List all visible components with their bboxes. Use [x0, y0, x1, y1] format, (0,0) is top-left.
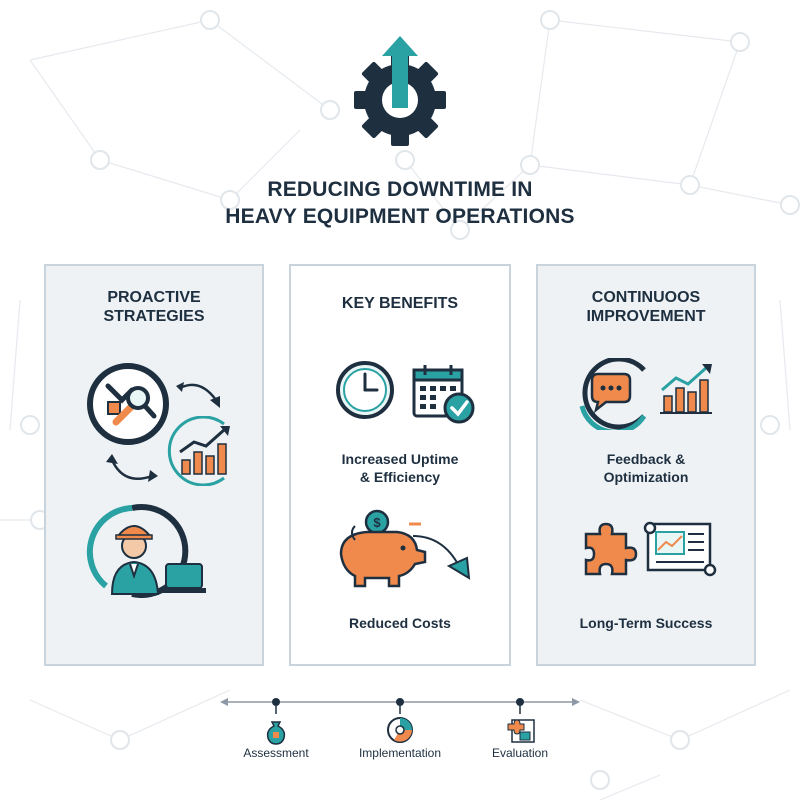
panel-title-line-1: KEY BENEFITS [341, 295, 459, 312]
timeline-arrow-left-icon [220, 698, 228, 706]
panel-title: KEY BENEFITS [291, 294, 509, 313]
timeline-label-evaluation: Evaluation [491, 746, 549, 760]
panel-title: PROACTIVE STRATEGIES [46, 288, 262, 326]
benefit-caption-uptime: Increased Uptime & Efficiency [291, 450, 509, 486]
engineer-laptop-icon [86, 504, 206, 598]
cycle-arrow-bottom-icon [106, 454, 158, 482]
panel-title-line-1: CONTINUOOS [591, 289, 701, 306]
benefit-caption-costs: Reduced Costs [291, 614, 509, 632]
clock-icon [336, 361, 394, 419]
improvement-caption-long-term: Long-Term Success [538, 614, 754, 632]
process-timeline [220, 698, 580, 745]
puzzle-piece-icon [584, 522, 638, 576]
gear-arrow-logo-icon [354, 36, 446, 146]
title-line-1: REDUCING DOWNTIME IN [267, 178, 533, 201]
panel-title-line-2: STRATEGIES [103, 308, 205, 325]
panel-key-benefits: KEY BENEFITS Increased Uptime & Efficien… [289, 264, 511, 666]
timeline-dot-assessment [272, 698, 280, 706]
caption-line-1: Long-Term Success [579, 615, 713, 631]
timeline-dot-implementation [396, 698, 404, 706]
pie-cycle-icon [387, 717, 413, 743]
caption-line-2: & Efficiency [359, 469, 441, 485]
svg-text:$: $ [373, 515, 381, 530]
panel-proactive-strategies: PROACTIVE STRATEGIES [44, 264, 264, 666]
growth-chart-icon [660, 364, 712, 414]
growth-chart-icon [167, 416, 230, 486]
panel-continuous-improvement: CONTINUOOS IMPROVEMENT Feedback & Optimi… [536, 264, 756, 666]
timeline-dot-evaluation [516, 698, 524, 706]
caption-line-2: Optimization [603, 469, 689, 485]
caption-line-1: Increased Uptime [341, 451, 459, 467]
money-bag-icon [266, 721, 286, 745]
panel-title-line-2: IMPROVEMENT [586, 308, 706, 325]
timeline-label-implementation: Implementation [358, 746, 442, 760]
caption-line-1: Reduced Costs [349, 615, 451, 631]
piggy-bank-icon: $ [339, 509, 471, 588]
caption-line-1: Feedback & [606, 451, 686, 467]
improvement-caption-feedback: Feedback & Optimization [538, 450, 754, 486]
wrench-magnifier-icon [87, 363, 169, 445]
panel-title: CONTINUOOS IMPROVEMENT [538, 288, 754, 326]
calendar-check-icon [412, 365, 475, 424]
title-line-2: HEAVY EQUIPMENT OPERATIONS [225, 205, 575, 228]
puzzle-board-icon [507, 719, 535, 743]
cycle-arrow-top-icon [176, 382, 220, 408]
chat-bubble-icon [579, 358, 647, 430]
page-title: REDUCING DOWNTIME IN HEAVY EQUIPMENT OPE… [0, 176, 800, 230]
timeline-arrow-right-icon [572, 698, 580, 706]
timeline-label-assessment: Assessment [243, 746, 309, 760]
panel-title-line-1: PROACTIVE [107, 289, 201, 306]
blueprint-icon [643, 521, 717, 577]
